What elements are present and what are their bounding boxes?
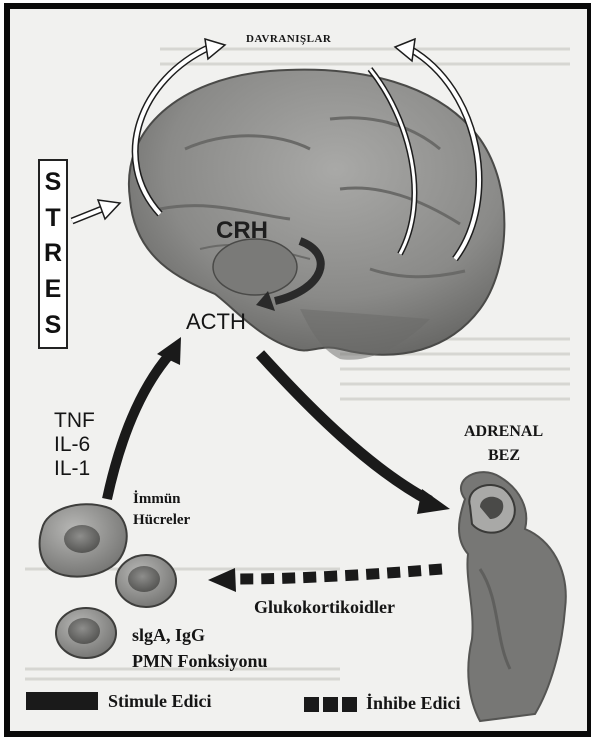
effects-label: PMN Fonksiyonu [132,651,268,672]
glucocorticoid-inhibit-arrow [208,568,442,592]
adrenal-label: ADRENAL [464,423,543,441]
immune-cells-label: Hücreler [133,512,190,529]
stress-input-arrow [72,200,120,221]
legend-solid-swatch [26,692,98,710]
stress-letter: S [45,170,62,195]
legend-stimulating-label: Stimule Edici [108,691,212,712]
stress-letter: R [44,241,62,266]
immune-cell [116,555,176,607]
stress-letter: T [45,206,60,231]
immune-cell [40,504,127,576]
immune-cells-label: İmmün [133,491,181,508]
behaviors-label: DAVRANIŞLAR [246,33,331,45]
effects-label: slgA, IgG [132,625,205,646]
adrenal-gland [459,472,566,721]
acth-label: ACTH [186,309,246,335]
immune-to-acth-arrow [107,337,181,499]
stress-letter: S [45,313,62,338]
adrenal-label: BEZ [488,447,520,465]
cytokine-label: IL-6 [54,433,90,457]
stress-box: S T R E S [38,159,68,349]
glucocorticoid-label: Glukokortikoidler [254,597,395,618]
cytokine-label: IL-1 [54,457,90,481]
crh-label: CRH [216,217,268,245]
immune-cell [56,608,116,658]
cytokine-label: TNF [54,409,95,433]
legend-dashed-swatch [304,697,357,712]
diagram-frame: DAVRANIŞLAR S T R E S CRH ACTH TNF IL-6 … [4,3,591,737]
acth-to-adrenal-arrow [260,354,450,514]
diagram-artwork [10,9,587,731]
legend-inhibiting-label: İnhibe Edici [366,693,461,714]
stress-letter: E [45,277,62,302]
